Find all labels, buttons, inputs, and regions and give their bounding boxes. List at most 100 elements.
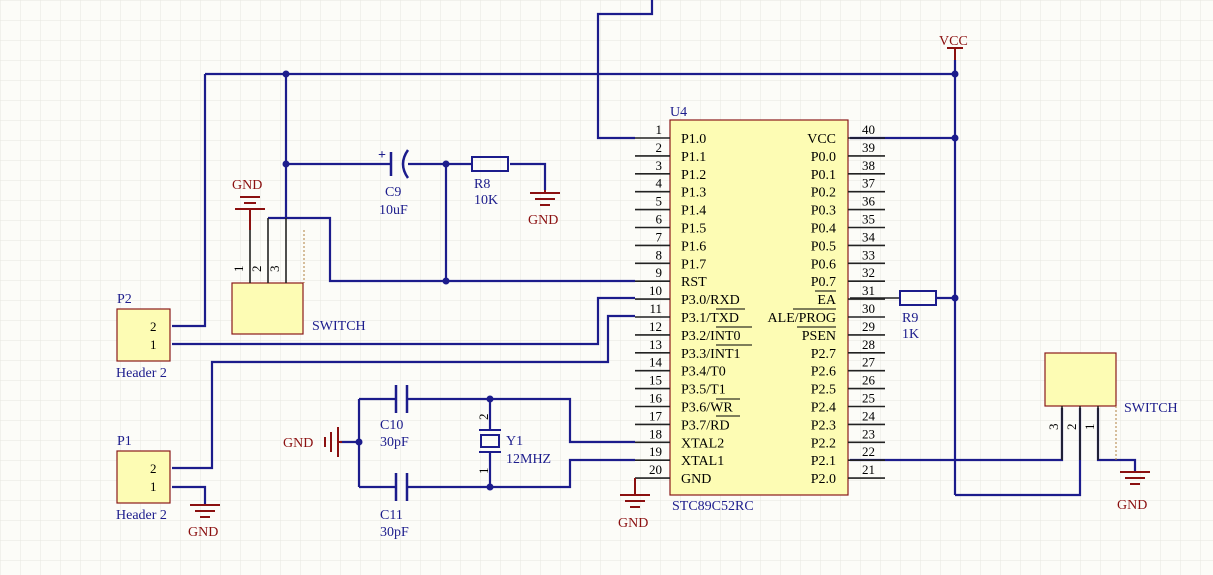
u4-pin-29-name: PSEN: [802, 329, 836, 344]
c11-designator: C11: [380, 508, 403, 523]
u4-pin-24-number: 24: [862, 408, 876, 423]
c10-capacitor[interactable]: C10 30pF: [380, 385, 409, 450]
r8-designator: R8: [474, 177, 490, 192]
p2-body: [116, 308, 171, 362]
y1-designator: Y1: [506, 434, 523, 449]
u4-pin-9-number: 9: [656, 265, 663, 280]
u4-pin-28-name: P2.7: [811, 347, 836, 362]
p1-designator: P1: [117, 434, 132, 449]
c9-value: 10uF: [379, 203, 408, 218]
u4-pin-38-name: P0.1: [811, 168, 836, 183]
u4-pin-31-name: EA: [817, 293, 837, 308]
u4-pin-31-number: 31: [862, 283, 875, 298]
u4-pin-11-number: 11: [649, 301, 662, 316]
u4-pin-1-number: 1: [656, 122, 663, 137]
u4-pin-32-name: P0.7: [811, 275, 836, 290]
gnd-label-r8: GND: [528, 213, 558, 228]
switch-left[interactable]: 1 2 3 SWITCH: [231, 218, 366, 335]
c11-capacitor[interactable]: C11 30pF: [380, 473, 409, 540]
u4-pin-12-name: P3.2/INT0: [681, 329, 741, 344]
u4-pin-34-number: 34: [862, 229, 876, 244]
u4-designator: U4: [670, 105, 687, 120]
u4-pin-35-number: 35: [862, 212, 875, 227]
u4-pin-15-number: 15: [649, 373, 662, 388]
u4-pin-40-number: 40: [862, 122, 875, 137]
y1-pin-2: 2: [476, 414, 491, 421]
p2-pin-1: 1: [150, 337, 157, 352]
u4-pin-16-name: P3.6/WR: [681, 401, 733, 416]
c10-value: 30pF: [380, 435, 409, 450]
switch-left-pin-3: 3: [267, 266, 282, 273]
switch-right-pin-1: 1: [1082, 424, 1097, 431]
u4-pin-11-name: P3.1/TXD: [681, 311, 739, 326]
u4-pin-8-name: P1.7: [681, 257, 706, 272]
u4-pin-38-number: 38: [862, 158, 875, 173]
gnd-port-u4: GND: [618, 478, 650, 531]
u4-pin-19-name: XTAL1: [681, 454, 724, 469]
switch-right-pin-3: 3: [1046, 424, 1061, 431]
gnd-label-switch-right: GND: [1117, 498, 1147, 513]
switch-right-label: SWITCH: [1124, 401, 1178, 416]
u4-pin-37-number: 37: [862, 176, 876, 191]
y1-pin-1: 1: [476, 468, 491, 475]
u4-pin-21-name: P2.0: [811, 472, 836, 487]
p1-header[interactable]: P1 2 1 Header 2: [116, 434, 171, 523]
switch-left-pin-1: 1: [231, 266, 246, 273]
u4-pin-23-number: 23: [862, 426, 875, 441]
switch-right[interactable]: 3 2 1 SWITCH: [1044, 352, 1178, 460]
junction-dots: [282, 70, 959, 491]
u4-pin-21-number: 21: [862, 462, 875, 477]
u4-pin-39-name: P0.0: [811, 150, 836, 165]
r9-resistor[interactable]: R9 1K: [850, 290, 937, 342]
u4-pin-13-name: P3.3/INT1: [681, 347, 741, 362]
u4-pin-17-number: 17: [649, 408, 663, 423]
gnd-port-r8: GND: [528, 190, 560, 228]
switch-left-pin-2: 2: [249, 266, 264, 273]
u4-pin-35-name: P0.4: [811, 222, 836, 237]
u4-pin-26-number: 26: [862, 373, 876, 388]
u4-pin-18-name: XTAL2: [681, 436, 724, 451]
u4-pin-27-number: 27: [862, 355, 876, 370]
u4-right-pins: 40VCC39P0.038P0.137P0.236P0.335P0.434P0.…: [768, 122, 885, 487]
r8-value: 10K: [474, 193, 498, 208]
u4-pin-22-number: 22: [862, 444, 875, 459]
u4-chip[interactable]: U4 STC89C52RC 1P1.02P1.13P1.24P1.35P1.46…: [635, 105, 885, 514]
u4-pin-27-name: P2.6: [811, 365, 836, 380]
u4-pin-6-number: 6: [656, 212, 663, 227]
u4-pin-18-number: 18: [649, 426, 662, 441]
c11-value: 30pF: [380, 525, 409, 540]
p2-header[interactable]: P2 2 1 Header 2: [116, 292, 171, 381]
gnd-label-switch-left: GND: [232, 178, 262, 193]
p2-pin-2: 2: [150, 319, 157, 334]
u4-pin-1-name: P1.0: [681, 132, 706, 147]
u4-pin-26-name: P2.5: [811, 383, 836, 398]
y1-crystal[interactable]: 2 1 Y1 12MHZ: [476, 414, 551, 475]
switch-right-pin-2: 2: [1064, 424, 1079, 431]
c9-capacitor[interactable]: + C9 10uF: [378, 148, 410, 218]
vcc-label: VCC: [939, 34, 968, 49]
u4-body: [669, 119, 849, 496]
r9-designator: R9: [902, 311, 918, 326]
c9-designator: C9: [385, 185, 401, 200]
u4-pin-37-name: P0.2: [811, 186, 836, 201]
gnd-port-switch-left: GND: [232, 178, 265, 230]
gnd-label-p1: GND: [188, 525, 218, 540]
u4-pin-20-number: 20: [649, 462, 662, 477]
u4-pin-13-number: 13: [649, 337, 662, 352]
vcc-power-port: VCC: [939, 34, 968, 60]
u4-pin-20-name: GND: [681, 472, 711, 487]
u4-pin-30-name: ALE/PROG: [768, 311, 836, 326]
u4-pin-3-name: P1.2: [681, 168, 706, 183]
u4-pin-25-number: 25: [862, 391, 875, 406]
u4-pin-33-name: P0.6: [811, 257, 836, 272]
r8-resistor[interactable]: R8 10K: [471, 156, 509, 208]
switch-right-body: [1044, 352, 1117, 407]
u4-pin-4-number: 4: [656, 176, 663, 191]
u4-part-number: STC89C52RC: [672, 499, 754, 514]
gnd-label-u4: GND: [618, 516, 648, 531]
p2-designator: P2: [117, 292, 132, 307]
u4-pin-40-name: VCC: [807, 132, 836, 147]
y1-value: 12MHZ: [506, 452, 551, 467]
